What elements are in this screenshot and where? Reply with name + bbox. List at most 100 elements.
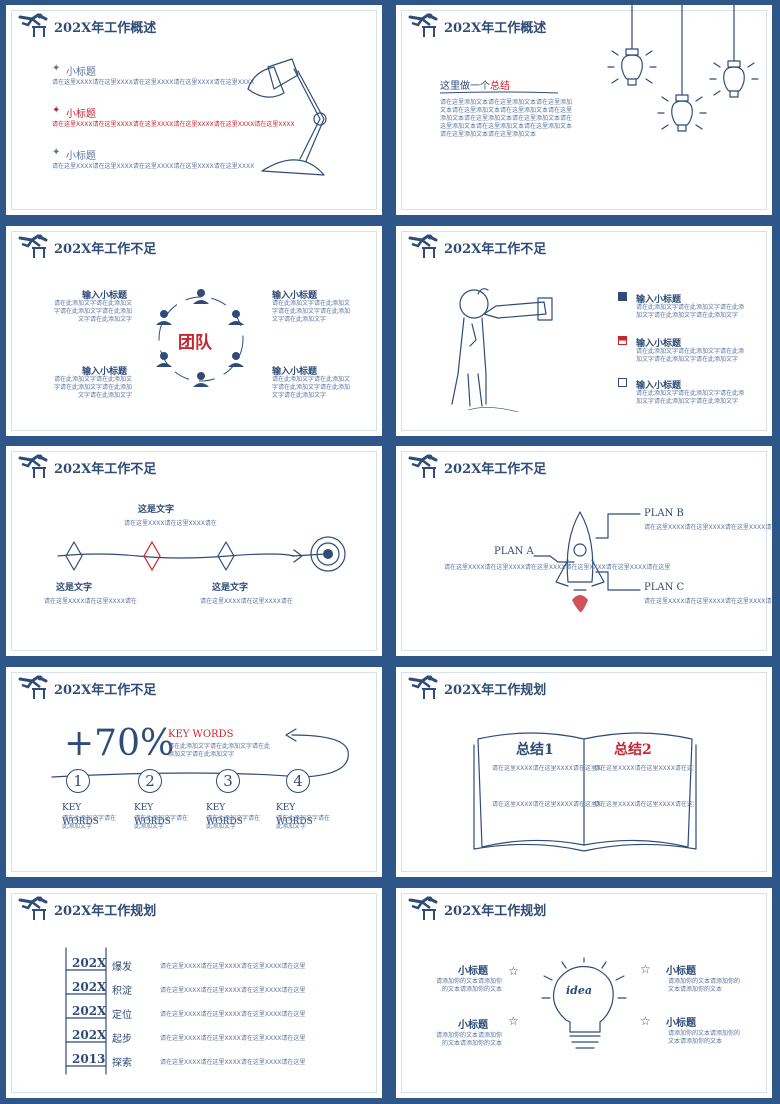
hurdler-icon — [18, 675, 48, 699]
item-text: 请在此添加文字请在此添加文字请在此添加文字请在此添加文字请在此添加文字 — [53, 376, 132, 399]
slide-frame — [401, 893, 767, 1093]
slide-1[interactable]: 202X年工作概述 ✦ 小标题 请在这里XXXX请在这里XXXX请在这里XXXX… — [6, 5, 382, 215]
left-summary-title: 总结1 — [516, 742, 554, 758]
slide-title: 202X年工作不足 — [54, 242, 157, 257]
light-bulbs-icon — [607, 5, 759, 132]
step-text: 请在此添加文字请在此添加文字 — [62, 815, 117, 830]
checkbox-empty-icon — [618, 378, 627, 387]
slide-frame — [401, 672, 767, 872]
telescope-man-icon — [451, 288, 553, 413]
slide-frame — [11, 10, 377, 210]
item-text: 请在这里XXXX请在这里XXXX请在这里XXXX请在这里XXXX请在这里XXXX — [52, 79, 255, 86]
row-label: 起步 — [112, 1034, 132, 1045]
slide-7[interactable]: 202X年工作不足 +70% KEY WORDS 请在此添加文字请在此添加文字请… — [6, 667, 382, 877]
star-icon: ✦ — [52, 147, 61, 158]
item-heading: 这是文字 — [212, 583, 249, 593]
slide-title: 202X年工作不足 — [444, 242, 547, 257]
row-text: 请在这里XXXX请在这里XXXX请在这里XXXX请在这里 — [160, 1059, 306, 1066]
item-text: 请添加你的文本请添加你的文本请添加你的文本 — [435, 978, 502, 993]
plan-b-text: 请在这里XXXX请在这里XXXX请在这里XXXX请在这里XXXX — [644, 524, 772, 531]
item-text: 请在这里XXXX请在这里XXXX请在这里XXXX请在这里XXXX请在这里XXXX… — [52, 121, 295, 128]
slide-4[interactable]: 202X年工作不足 输入小标题 请在此添加文字请在此添加文字请在此添加文字请在此… — [396, 226, 772, 436]
desk-lamp-icon — [247, 58, 327, 176]
item-heading: 这是文字 — [56, 583, 93, 593]
row-text: 请在这里XXXX请在这里XXXX请在这里XXXX请在这里 — [160, 1035, 306, 1042]
slide-8[interactable]: 202X年工作规划 总结1 总结2 请在这里XXXX请在这里XXXX请在这里XX… — [396, 667, 772, 877]
step-number: 3 — [216, 769, 240, 793]
item-heading: 输入小标题 — [82, 291, 128, 301]
step-label: KEY WORDS — [134, 803, 171, 827]
step-label: KEY WORDS — [206, 803, 243, 827]
item-text: 请在此添加文字请在此添加文字请在此添加文字请在此添加文字请在此添加文字 — [272, 376, 351, 399]
row-text: 请在这里XXXX请在这里XXXX请在这里XXXX请在这里 — [160, 987, 306, 994]
slide-title: 202X年工作规划 — [54, 904, 157, 919]
heading-highlight: 总结 — [490, 81, 510, 92]
slide-6[interactable]: 202X年工作不足 PLAN B 请在这里XXXX请在这里XXXX请在这里XXX… — [396, 446, 772, 656]
idea-word: idea — [566, 984, 592, 997]
slide-title: 202X年工作规划 — [444, 904, 547, 919]
item-heading: 小标题 — [66, 67, 96, 78]
hurdler-icon — [18, 13, 48, 37]
item-heading: 小标题 — [458, 1020, 488, 1031]
ladder-year: 202X — [72, 1028, 107, 1042]
slide-frame — [401, 231, 767, 431]
item-heading: 小标题 — [66, 151, 96, 162]
slide-3[interactable]: 202X年工作不足 输入小标题 请在此添加文字请在此添加文字请在此添加文字请在此… — [6, 226, 382, 436]
key-words-label: KEY WORDS — [168, 729, 234, 740]
ladder-year: 2013 — [72, 1052, 106, 1066]
hurdler-icon — [408, 13, 438, 37]
star-outline-icon: ☆ — [640, 962, 651, 976]
item-text: 请添加你的文本请添加你的文本请添加你的文本 — [435, 1032, 502, 1047]
item-text: 请在此添加文字请在此添加文字请在此添加文字请在此添加文字请在此添加文字 — [636, 348, 745, 363]
slide-frame — [11, 672, 377, 872]
idea-bulb-icon — [541, 957, 627, 1049]
row-label: 定位 — [112, 1010, 132, 1021]
hurdler-icon — [18, 896, 48, 920]
star-outline-icon: ☆ — [508, 1014, 519, 1028]
item-text: 请在此添加文字请在此添加文字请在此添加文字请在此添加文字请在此添加文字 — [636, 304, 745, 319]
slide-frame — [11, 231, 377, 431]
plan-c-text: 请在这里XXXX请在这里XXXX请在这里XXXX请在这里XXXX — [644, 598, 772, 605]
step-text: 请在此添加文字请在此添加文字 — [276, 815, 331, 830]
heading-underline — [439, 91, 559, 94]
slide-9[interactable]: 202X年工作规划 202X 爆发 请在这里XXXX请在这里XXXX请在这里XX… — [6, 888, 382, 1098]
ladder-year: 202X — [72, 1004, 107, 1018]
item-text: 请添加你的文本请添加你的文本请添加你的文本 — [668, 1030, 741, 1045]
ladder-year: 202X — [72, 980, 107, 994]
item-heading: 输入小标题 — [272, 291, 318, 301]
star-outline-icon: ☆ — [640, 1014, 651, 1028]
step-number: 2 — [138, 769, 162, 793]
slide-2[interactable]: 202X年工作概述 这里做一个总结 请在这里添加文本请在这里添加文本请在这里添加… — [396, 5, 772, 215]
item-text: 请在这里XXXX请在这里XXXX请在 — [44, 598, 137, 605]
right-text-line: 请在这里XXXX请在这里XXXX请在这里XXXX请在这里XXXX请在这里 — [594, 765, 694, 772]
slide-10[interactable]: 202X年工作规划 小标题 请添加你的文本请添加你的文本请添加你的文本 小标题 … — [396, 888, 772, 1098]
item-heading: 输入小标题 — [82, 367, 128, 377]
item-text: 请在这里XXXX请在这里XXXX请在这里XXXX请在这里XXXX请在这里XXXX — [52, 163, 255, 170]
left-text-line: 请在这里XXXX请在这里XXXX请在这里XXXX请在这里XXXX请在这里 — [492, 801, 602, 808]
slide-title: 202X年工作不足 — [444, 462, 547, 477]
step-number: 4 — [286, 769, 310, 793]
slide-5[interactable]: 202X年工作不足 这是文字 请在这里XXXX请在这里XXXX请在 这是文字 请… — [6, 446, 382, 656]
hurdler-icon — [18, 234, 48, 258]
percent-value: +70% — [64, 723, 175, 764]
checkbox-half-icon — [618, 336, 627, 345]
step-number: 1 — [66, 769, 90, 793]
summary-body: 请在这里添加文本请在这里添加文本请在这里添加文本请在这里添加文本请在这里添加文本… — [440, 99, 573, 138]
plan-a-label: PLAN A — [494, 546, 534, 557]
item-text: 请在此添加文字请在此添加文字请在此添加文字请在此添加文字请在此添加文字 — [53, 300, 132, 323]
plan-b-label: PLAN B — [644, 508, 684, 519]
item-heading: 小标题 — [666, 1018, 696, 1029]
steps-line — [51, 728, 349, 778]
item-text: 请在这里XXXX请在这里XXXX请在 — [200, 598, 293, 605]
item-text: 请在此添加文字请在此添加文字请在此添加文字请在此添加文字请在此添加文字 — [272, 300, 351, 323]
right-text-line: 请在这里XXXX请在这里XXXX请在这里XXXX请在这里XXXX请在这里 — [594, 801, 694, 808]
left-text-line: 请在这里XXXX请在这里XXXX请在这里XXXX请在这里XXXX请在这里 — [492, 765, 602, 772]
step-label: KEY WORDS — [276, 803, 313, 827]
hurdler-icon — [408, 896, 438, 920]
team-circle-icon — [156, 289, 244, 387]
star-icon: ✦ — [52, 63, 61, 74]
heading-prefix: 这里做一个 — [440, 81, 490, 92]
item-text: 请在此添加文字请在此添加文字请在此添加文字请在此添加文字请在此添加文字 — [636, 390, 745, 405]
plan-c-label: PLAN C — [644, 582, 685, 593]
